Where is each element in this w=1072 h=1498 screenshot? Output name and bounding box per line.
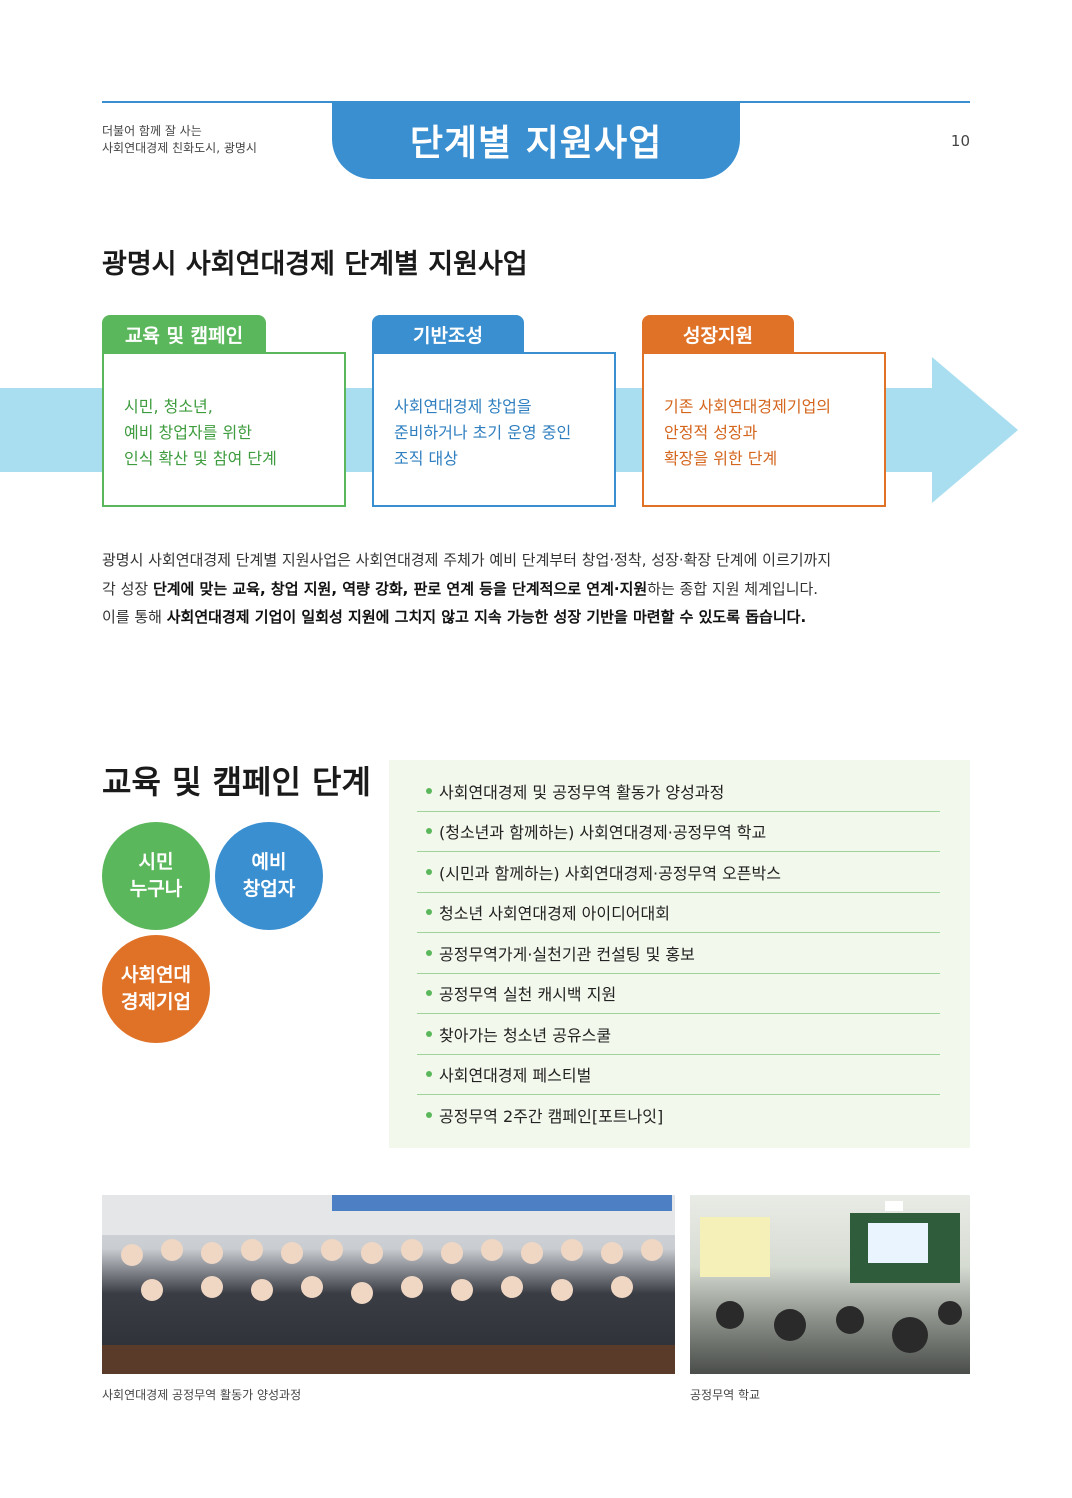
stage-text-line: 사회연대경제 창업을 [394,397,532,416]
page-title: 단계별 지원사업 [409,123,663,164]
bullet-icon [426,1112,432,1119]
bullet-icon [426,868,432,875]
target-label: 예비 [251,851,287,873]
stage-box-foundation: 사회연대경제 창업을 준비하거나 초기 운영 중인 조직 대상 [372,352,616,507]
stage-text-line: 조직 대상 [394,449,458,468]
list-item-label: 사회연대경제 페스티벌 [439,1066,592,1086]
bullet-icon [426,990,432,997]
classroom-photo-illustration [700,1201,962,1353]
bullet-icon [426,828,432,835]
stage-tab-foundation: 기반조성 [372,315,524,353]
list-item: (시민과 함께하는) 사회연대경제·공정무역 오픈박스 [417,852,940,893]
classroom-photo [690,1195,970,1374]
description-line2: 각 성장 단계에 맞는 교육, 창업 지원, 역량 강화, 판로 연계 등을 단… [102,575,982,604]
description-emphasis: 단계에 맞는 교육, 창업 지원, 역량 강화, 판로 연계 등을 단계적으로 … [152,579,648,598]
stage-tab-education: 교육 및 캠페인 [102,315,266,353]
bullet-icon [426,787,432,794]
stage-text-line: 예비 창업자를 위한 [124,423,252,442]
bullet-icon [426,909,432,916]
list-item: 사회연대경제 및 공정무역 활동가 양성과정 [417,771,940,812]
stage-box-growth: 기존 사회연대경제기업의 안정적 성장과 확장을 위한 단계 [642,352,886,507]
list-item: (청소년과 함께하는) 사회연대경제·공정무역 학교 [417,812,940,852]
stage-text-line: 기존 사회연대경제기업의 [664,397,832,416]
list-item-label: 사회연대경제 및 공정무역 활동가 양성과정 [439,782,725,802]
photo-caption: 사회연대경제 공정무역 활동가 양성과정 [102,1388,302,1402]
photo-caption: 공정무역 학교 [690,1388,761,1402]
target-label: 창업자 [242,878,296,900]
description-text: 이를 통해 [102,608,167,626]
group-photo [102,1195,675,1374]
header-title-tab: 단계별 지원사업 [332,101,740,179]
stage-tab-growth: 성장지원 [642,315,794,353]
bullet-icon [426,1071,432,1078]
list-item-label: 청소년 사회연대경제 아이디어대회 [439,904,670,924]
list-item-label: 공정무역가게·실천기관 컨설팅 및 홍보 [439,944,695,964]
description-line3: 이를 통해 사회연대경제 기업이 일회성 지원에 그치지 않고 지속 가능한 성… [102,603,982,632]
section-title-support-program: 광명시 사회연대경제 단계별 지원사업 [102,249,528,280]
stage-text-line: 확장을 위한 단계 [664,449,778,468]
program-list-panel: 사회연대경제 및 공정무역 활동가 양성과정 (청소년과 함께하는) 사회연대경… [389,760,970,1148]
group-photo-illustration [102,1195,675,1374]
header-subtitle-line2: 사회연대경제 친화도시, 광명시 [102,141,257,155]
target-label: 경제기업 [121,991,191,1013]
list-item: 찾아가는 청소년 공유스쿨 [417,1014,940,1055]
arrow-head-icon [932,357,1018,503]
stage-text-line: 준비하거나 초기 운영 중인 [394,423,572,442]
stage-text-line: 안정적 성장과 [664,423,758,442]
description-text: 하는 종합 지원 체계입니다. [647,579,819,598]
page-number: 10 [950,132,970,150]
target-label: 사회연대 [121,964,191,986]
stage-text-line: 인식 확산 및 참여 단계 [124,449,277,468]
header-subtitle: 더불어 함께 잘 사는 사회연대경제 친화도시, 광명시 [102,123,257,157]
list-item: 공정무역 실천 캐시백 지원 [417,974,940,1014]
bullet-icon [426,1030,432,1037]
section-title-education-stage: 교육 및 캠페인 단계 [102,763,371,801]
description-text: 각 성장 [102,579,153,598]
list-item-label: 찾아가는 청소년 공유스쿨 [439,1025,612,1045]
program-description: 광명시 사회연대경제 단계별 지원사업은 사회연대경제 주체가 예비 단계부터 … [102,546,982,632]
list-item: 사회연대경제 페스티벌 [417,1055,940,1095]
target-label: 누구나 [129,878,183,900]
list-item: 공정무역 2주간 캠페인[포트나잇] [417,1095,940,1136]
list-item-label: 공정무역 실천 캐시백 지원 [439,985,617,1005]
target-label: 시민 [138,851,174,873]
list-item-label: (청소년과 함께하는) 사회연대경제·공정무역 학교 [439,823,767,843]
list-item: 청소년 사회연대경제 아이디어대회 [417,893,940,933]
description-emphasis: 사회연대경제 기업이 일회성 지원에 그치지 않고 지속 가능한 성장 기반을 … [166,608,807,626]
stage-text-line: 시민, 청소년, [124,397,213,416]
stage-box-education: 시민, 청소년, 예비 창업자를 위한 인식 확산 및 참여 단계 [102,352,346,507]
bullet-icon [426,949,432,956]
list-item-label: (시민과 함께하는) 사회연대경제·공정무역 오픈박스 [439,863,781,883]
program-list: 사회연대경제 및 공정무역 활동가 양성과정 (청소년과 함께하는) 사회연대경… [417,771,940,1136]
list-item: 공정무역가게·실천기관 컨설팅 및 홍보 [417,933,940,974]
list-item-label: 공정무역 2주간 캠페인[포트나잇] [439,1107,664,1127]
description-line1: 광명시 사회연대경제 단계별 지원사업은 사회연대경제 주체가 예비 단계부터 … [102,551,832,569]
header-subtitle-line1: 더불어 함께 잘 사는 [102,124,202,138]
